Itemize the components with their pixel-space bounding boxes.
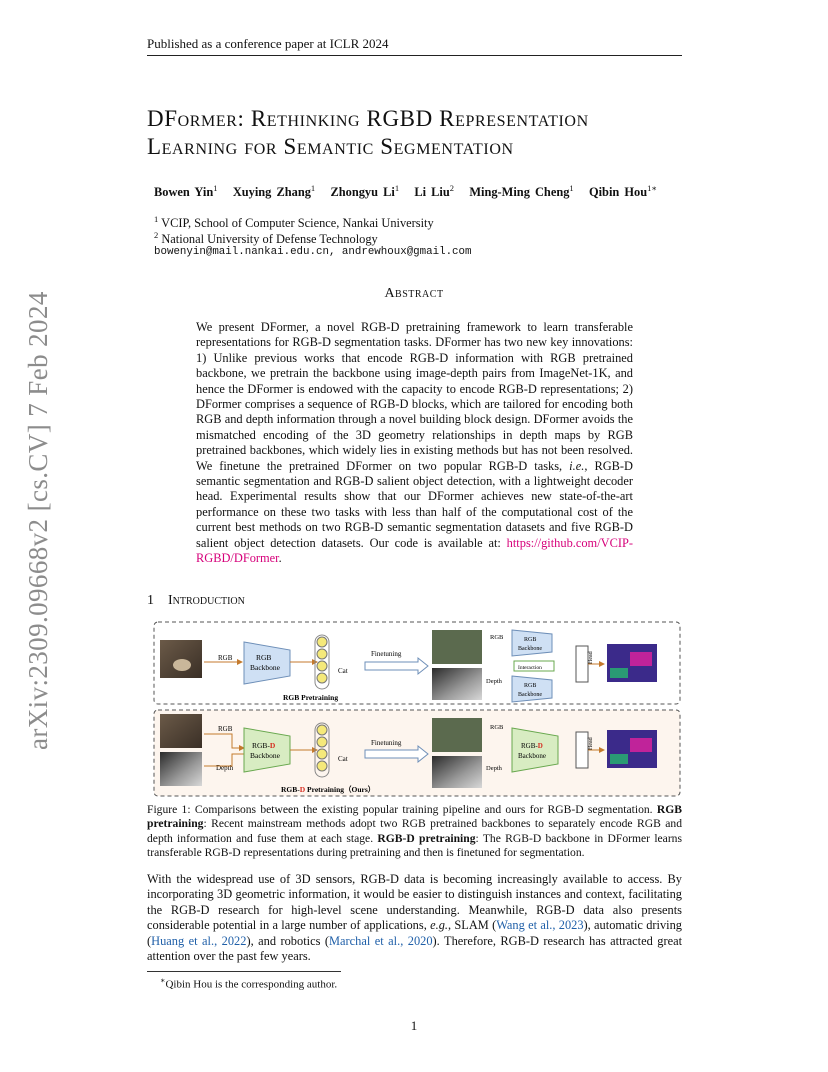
head-label: Head <box>588 651 594 664</box>
depth-label: Depth <box>486 765 503 772</box>
backbone-label: RGB <box>524 683 536 689</box>
feature-stack <box>314 634 330 690</box>
pipeline-diagram: RGB RGB Backbone Cat Finetuning RGB Dept… <box>153 621 681 797</box>
backbone-label: Backbone <box>518 646 542 652</box>
interaction-block <box>513 660 555 672</box>
affiliation: 2 National University of Defense Technol… <box>154 230 378 247</box>
figure-caption: Figure 1: Comparisons between the existi… <box>147 803 682 860</box>
intro-paragraph: With the widespread use of 3D sensors, R… <box>147 872 683 964</box>
head-block <box>575 645 589 683</box>
cat-depth-image <box>160 752 202 786</box>
rgb-backbone-block <box>511 629 553 657</box>
figure-1: RGB RGB Backbone Cat Finetuning RGB Dept… <box>152 620 682 800</box>
finetuning-label: Finetuning <box>371 650 402 658</box>
author: Li Liu <box>414 185 450 200</box>
author-list: Bowen Yin1 Xuying Zhang1 Zhongyu Li1 Li … <box>154 183 658 200</box>
citation-link[interactable]: Marchal et al., 2020 <box>329 933 433 948</box>
rgb-label: RGB <box>218 654 233 662</box>
backbone-label: RGB-D <box>521 742 543 750</box>
footnote: ∗Qibin Hou is the corresponding author. <box>160 976 338 991</box>
backbone-label: Backbone <box>518 752 546 760</box>
author: Qibin Hou <box>588 185 648 200</box>
head-block <box>575 731 589 769</box>
cat-label: Cat <box>338 667 348 675</box>
author: Ming-Ming Cheng <box>469 185 570 200</box>
code-link[interactable]: https://github.com/VCIP-RGBD/DFormer <box>196 535 633 566</box>
author: Xuying Zhang <box>232 185 311 200</box>
scene-rgb-image <box>432 718 482 752</box>
rgb-label: RGB <box>490 724 504 731</box>
scene-depth-image <box>432 668 482 700</box>
footnote-rule <box>147 971 341 972</box>
cat-image <box>160 714 202 748</box>
scene-depth-image <box>432 756 482 788</box>
backbone-label: Backbone <box>250 663 281 672</box>
rgb-label: RGB <box>218 725 233 733</box>
paper-title: DFormer: Rethinking RGBD Representation … <box>147 106 589 159</box>
author: Zhongyu Li <box>330 185 395 200</box>
abstract-body: We present DFormer, a novel RGB-D pretra… <box>196 320 633 566</box>
page-number: 1 <box>410 1018 418 1033</box>
depth-label: Depth <box>216 764 234 772</box>
finetuning-label: Finetuning <box>371 739 402 747</box>
rgbd-pretraining-label: RGB-D Pretraining（Ours） <box>281 784 375 794</box>
head-label: Head <box>588 737 594 750</box>
backbone-label: RGB <box>256 653 271 662</box>
feature-stack <box>314 722 330 778</box>
rgbd-backbone-block <box>511 727 559 773</box>
backbone-label: Backbone <box>250 751 281 760</box>
abstract-heading: Abstract <box>384 286 444 301</box>
citation-link[interactable]: Wang et al., 2023 <box>496 918 584 933</box>
author-emails: bowenyin@mail.nankai.edu.cn, andrewhoux@… <box>154 246 472 258</box>
arxiv-identifier: arXiv:2309.09668v2 [cs.CV] 7 Feb 2024 <box>23 291 53 750</box>
rgbd-backbone-block <box>243 727 291 773</box>
rgb-pretraining-label: RGB Pretraining <box>283 693 338 702</box>
author: Bowen Yin <box>154 185 214 200</box>
rgb-label: RGB <box>490 634 504 641</box>
scene-rgb-image <box>432 630 482 664</box>
affiliation: 1 VCIP, School of Computer Science, Nank… <box>154 214 434 231</box>
backbone-label: Backbone <box>518 692 542 698</box>
interaction-label: Interaction <box>518 665 542 671</box>
finetuning-arrow <box>364 656 429 676</box>
rgb-backbone-block <box>243 641 291 685</box>
backbone-label: RGB <box>524 637 536 643</box>
running-header: Published as a conference paper at ICLR … <box>147 36 682 56</box>
cat-label: Cat <box>338 755 348 763</box>
backbone-label: RGB-D <box>252 741 276 750</box>
finetuning-arrow <box>364 744 429 764</box>
depth-backbone-block <box>511 675 553 703</box>
citation-link[interactable]: Huang et al., 2022 <box>151 933 247 948</box>
cat-image <box>160 640 202 678</box>
depth-label: Depth <box>486 678 503 685</box>
